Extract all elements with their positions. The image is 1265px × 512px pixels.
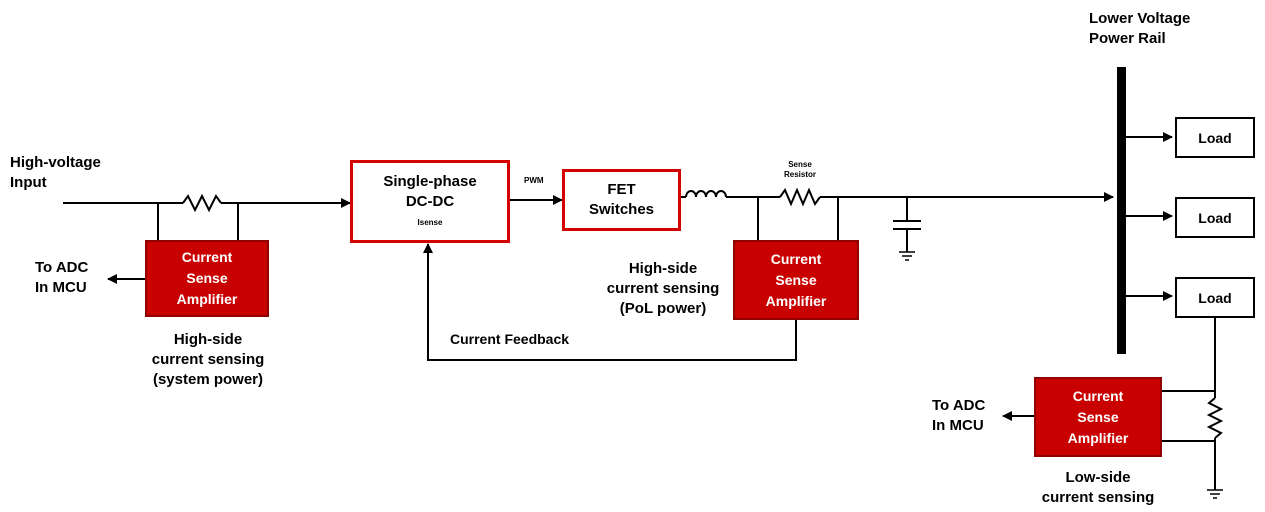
csa-label-line3: Amplifier (1067, 429, 1129, 446)
to-adc-label-left: To ADC In MCU (35, 258, 88, 298)
fet-switches-block: FET Switches (562, 169, 681, 231)
fet-title-line2: Switches (588, 201, 655, 218)
rail-label-line1: Lower Voltage (1089, 10, 1191, 27)
current-sense-amplifier-system: Current Sense Amplifier (145, 240, 269, 317)
input-label-line1: High-voltage (10, 154, 101, 171)
csa-label-line2: Sense (186, 270, 228, 286)
load-box-2: Load (1175, 197, 1255, 238)
csa-label-line2: Sense (775, 271, 817, 288)
csa-label-line1: Current (1072, 387, 1124, 404)
low-side-resistor-symbol (1206, 397, 1224, 439)
rail-label-line2: Power Rail (1089, 30, 1166, 47)
capacitor-symbol (893, 197, 921, 261)
caption-high-side-system: High-side current sensing (system power) (128, 330, 288, 390)
power-rail-label: Lower Voltage Power Rail (1089, 9, 1190, 49)
caption-high-side-pol: High-side current sensing (PoL power) (588, 259, 738, 319)
power-rail-bar (1117, 67, 1126, 354)
dcdc-title-line1: Single-phase (383, 173, 477, 190)
input-label-line2: Input (10, 174, 47, 191)
current-sense-amplifier-low-side: Current Sense Amplifier (1034, 377, 1162, 457)
caption-system-line3: (system power) (152, 371, 264, 388)
sense-resistor-line1: Sense (788, 160, 812, 169)
low-side-shunt (1162, 318, 1224, 499)
caption-low-line2: current sensing (1041, 489, 1155, 506)
caption-system-line2: current sensing (151, 351, 265, 368)
csa-label-line3: Amplifier (176, 291, 238, 307)
to-adc-line2: In MCU (932, 417, 984, 434)
current-feedback-label: Current Feedback (450, 331, 570, 347)
caption-pol-line1: High-side (628, 260, 698, 277)
caption-system-line1: High-side (173, 331, 243, 348)
sense-resistor-label: Sense Resistor (775, 160, 825, 180)
csa-label-line3: Amplifier (765, 292, 827, 309)
isense-label: Isense (417, 218, 443, 227)
dcdc-converter-block: Single-phase DC-DC Isense (350, 160, 510, 243)
caption-pol-line2: current sensing (606, 280, 720, 297)
current-sense-amplifier-pol: Current Sense Amplifier (733, 240, 859, 320)
inductor-symbol (680, 190, 780, 198)
load-box-1: Load (1175, 117, 1255, 158)
to-adc-line1: To ADC (35, 259, 89, 276)
main-line-to-rail (757, 187, 1114, 240)
load-box-3: Load (1175, 277, 1255, 318)
sense-resistor-line2: Resistor (783, 170, 816, 179)
input-label: High-voltage Input (10, 153, 101, 193)
csa-label-line1: Current (770, 250, 822, 267)
caption-low-side: Low-side current sensing (1013, 468, 1183, 508)
current-feedback-loop (423, 243, 797, 361)
csa-label-line2: Sense (1077, 408, 1119, 425)
sense-resistor-symbol (779, 187, 821, 207)
rail-to-load-arrows (1126, 132, 1173, 301)
input-resistor-symbol (182, 193, 222, 213)
dcdc-title-line2: DC-DC (405, 193, 455, 210)
csa-label-line1: Current (181, 249, 233, 265)
caption-low-line1: Low-side (1065, 469, 1131, 486)
to-adc-label-right: To ADC In MCU (932, 396, 985, 436)
pwm-label: PWM (524, 176, 544, 185)
caption-pol-line3: (PoL power) (619, 300, 707, 317)
to-adc-line1: To ADC (932, 397, 986, 414)
fet-title-line1: FET (607, 181, 636, 198)
to-adc-line2: In MCU (35, 279, 87, 296)
input-line (63, 193, 351, 240)
